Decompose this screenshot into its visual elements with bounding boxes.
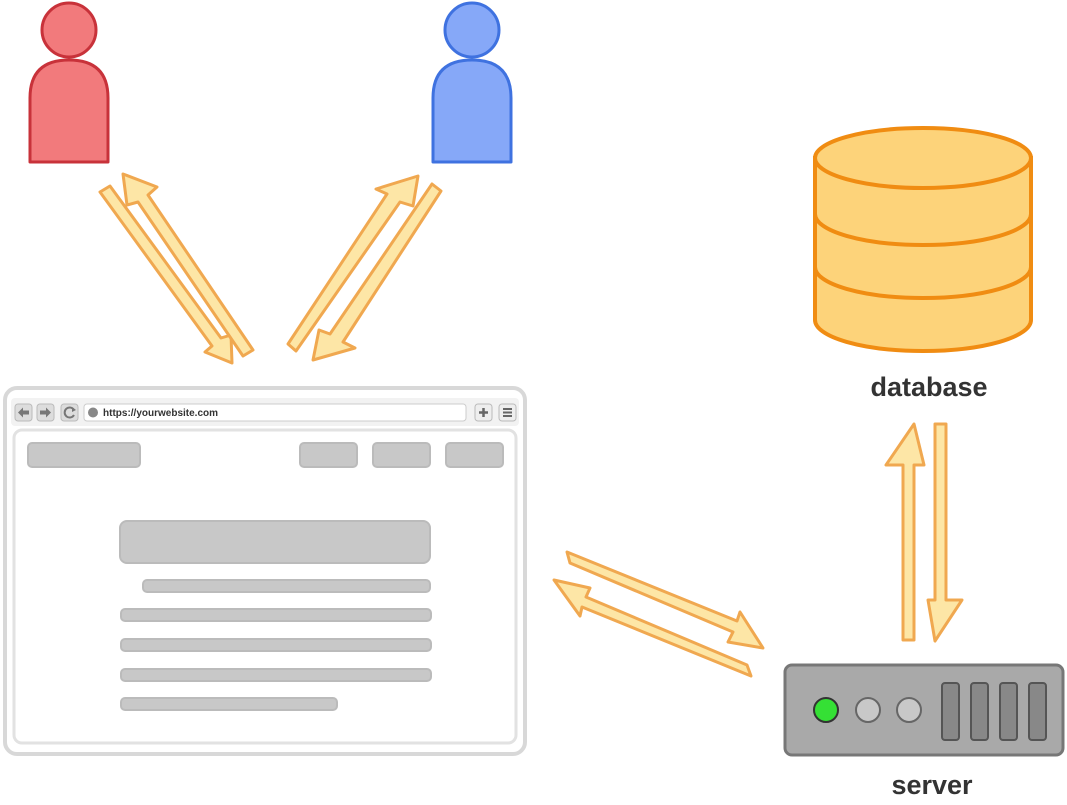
heading-placeholder	[119, 520, 431, 564]
plus-icon	[479, 408, 488, 417]
arrow-down-left-icon	[311, 182, 443, 362]
browser-window: https://yourwebsite.com	[3, 386, 527, 756]
text-line-placeholder	[120, 638, 432, 652]
user-red-icon	[28, 1, 110, 164]
forward-button[interactable]	[36, 403, 55, 422]
back-button[interactable]	[14, 403, 33, 422]
arrow-down-right-icon	[98, 184, 234, 365]
arrow-left-icon	[552, 578, 753, 678]
server-led-off	[896, 697, 922, 723]
server-icon	[783, 663, 1065, 757]
menu-icon	[503, 408, 512, 417]
arrow-up-right-icon	[286, 174, 420, 353]
arrow-right-icon	[40, 407, 51, 418]
text-line-placeholder	[120, 608, 432, 622]
server-label: server	[891, 770, 973, 800]
logo-placeholder	[27, 442, 141, 468]
address-bar[interactable]: https://yourwebsite.com	[83, 403, 467, 422]
arrow-down-icon	[926, 422, 964, 643]
arrow-up-left-icon	[121, 172, 255, 358]
reload-button[interactable]	[60, 403, 79, 422]
arrow-right-icon	[565, 550, 765, 650]
server-led-off	[855, 697, 881, 723]
server-led-on	[813, 697, 839, 723]
lock-icon	[88, 407, 98, 418]
address-url: https://yourwebsite.com	[103, 408, 218, 419]
arrow-left-icon	[18, 407, 29, 418]
nav-item-placeholder[interactable]	[299, 442, 358, 468]
refresh-icon	[63, 406, 75, 419]
text-line-placeholder	[120, 668, 432, 682]
text-line-placeholder	[120, 697, 338, 711]
nav-item-placeholder[interactable]	[445, 442, 504, 468]
database-label: database	[870, 372, 987, 402]
menu-button[interactable]	[498, 403, 517, 422]
user-blue-icon	[431, 1, 513, 164]
text-line-placeholder	[142, 579, 431, 593]
new-tab-button[interactable]	[474, 403, 493, 422]
arrow-up-icon	[884, 422, 926, 642]
nav-item-placeholder[interactable]	[372, 442, 431, 468]
database-icon	[813, 126, 1033, 353]
